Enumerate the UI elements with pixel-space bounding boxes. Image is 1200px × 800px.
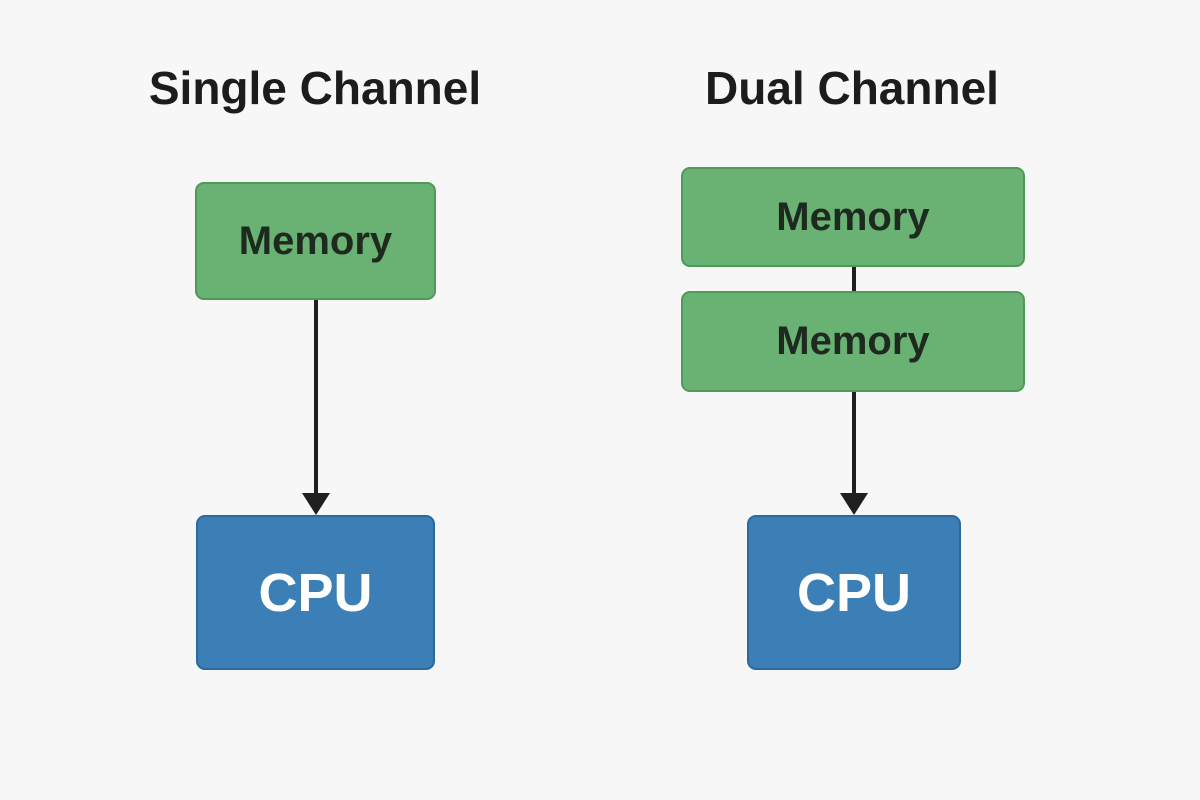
dual-memory-label-1: Memory (776, 194, 930, 239)
single-cpu-label: CPU (258, 562, 373, 623)
single-memory-box: Memory (195, 182, 436, 300)
single-memory-label: Memory (238, 218, 393, 263)
single-arrowhead (302, 493, 330, 515)
dual-memory-label-2: Memory (776, 319, 930, 363)
dual-memory-box-1: Memory (681, 167, 1025, 267)
dual-cpu-label: CPU (796, 562, 911, 623)
dual-cpu-box: CPU (747, 515, 961, 670)
dual-arrowhead (840, 493, 868, 515)
single-channel-title: Single Channel (148, 62, 482, 114)
single-channel-connector (302, 300, 330, 515)
dual-memory-box-2: Memory (681, 291, 1025, 392)
single-cpu-box: CPU (196, 515, 435, 670)
dual-channel-title: Dual Channel (705, 62, 999, 114)
